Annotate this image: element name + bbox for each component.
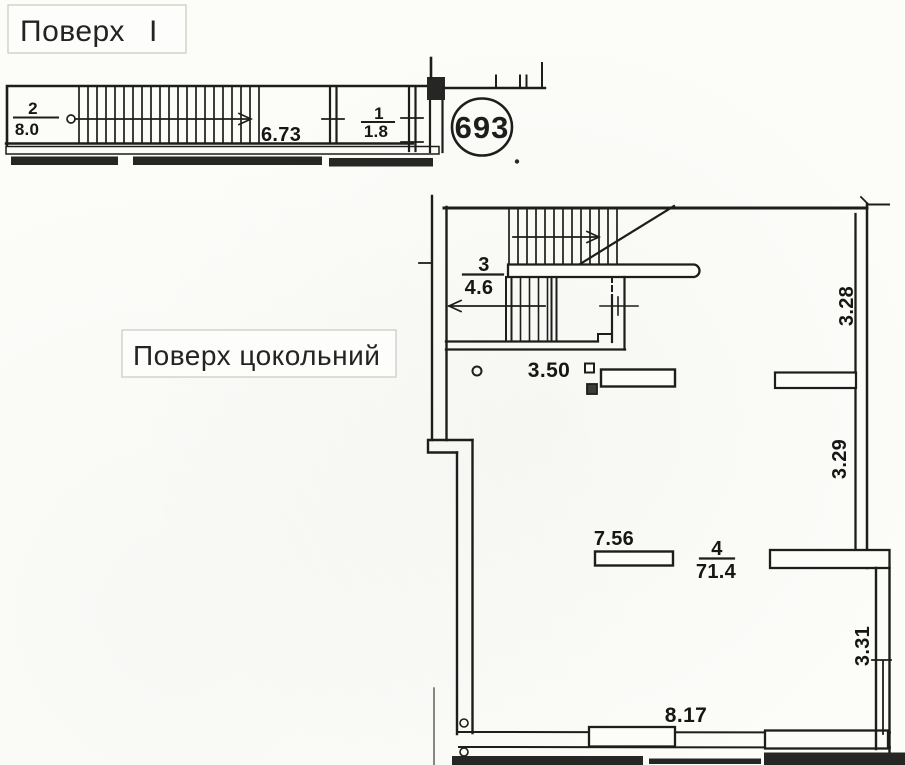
door-hook (459, 747, 469, 757)
small-square-fixture-filled (586, 383, 598, 395)
stair-arrow-head (585, 230, 602, 244)
floor1-labels: 2 8.0 6.73 1 1.8 693 (15, 99, 510, 146)
room1-number: 1 (374, 104, 384, 123)
dim-right-upper: 3.28 (836, 286, 858, 326)
window-sill (764, 752, 905, 765)
room2-area: 8.0 (15, 120, 39, 139)
room4-area: 71.4 (696, 561, 737, 583)
floor1-stair-treads (78, 86, 260, 144)
window-sill (329, 158, 433, 167)
stair-break-line (570, 204, 676, 271)
floor1-title-box: Поверх I (7, 4, 187, 54)
title-box-frame (7, 4, 187, 54)
stair-landing-beam (506, 263, 701, 279)
dim-entry-width: 3.50 (528, 359, 570, 382)
small-square-fixture (584, 362, 595, 374)
counter-bar (593, 550, 675, 567)
room1-area: 1.8 (364, 122, 388, 141)
stair-arrow-origin (66, 114, 76, 124)
window-sill (11, 156, 118, 165)
floor1-band-wall (5, 145, 440, 155)
window-frame (763, 729, 890, 750)
basement-plan (418, 194, 905, 765)
ink-dot (514, 159, 520, 164)
basement-labels: 3 4.6 3.50 7.56 4 71.4 8.17 3.28 3.29 3.… (465, 254, 874, 727)
unit-number-circle (450, 97, 514, 157)
window-frame (587, 725, 677, 748)
left-wall-jog (426, 438, 474, 454)
window-sill (133, 156, 322, 165)
dim-right-lower: 3.31 (852, 626, 874, 666)
dim-bottom-width: 8.17 (665, 704, 707, 727)
dim-right-middle: 3.29 (829, 439, 851, 479)
stair-arrow-head (446, 299, 463, 313)
wall-stub-upper (773, 371, 858, 390)
room3-area: 4.6 (465, 277, 494, 299)
room2-number: 2 (28, 99, 38, 118)
basement-title: Поверх цокольний (133, 340, 380, 371)
wall-pier (427, 77, 445, 100)
wall-tick (859, 195, 870, 206)
unit-number: 693 (455, 110, 510, 145)
window-sill (452, 756, 643, 765)
floor1-outline-wall (5, 84, 430, 153)
basement-title-box: Поверх цокольний (121, 329, 397, 378)
dim-counter-length: 7.56 (594, 528, 634, 550)
window-sill (649, 758, 761, 764)
door-hook (459, 718, 469, 728)
floor1-plan (4, 56, 547, 167)
title-box-frame (121, 329, 397, 378)
column-mark (471, 365, 483, 377)
floor1-title: Поверх (20, 15, 125, 48)
room3-number: 3 (478, 254, 489, 276)
basement-lower-flight-treads (519, 277, 549, 342)
floor1-title-numeral: I (149, 15, 158, 48)
stair-block-step (597, 333, 613, 343)
stair-arrow-head (237, 112, 254, 126)
dim-stair-run: 6.73 (261, 124, 301, 146)
wall-stub-lower (768, 548, 891, 570)
room4-number: 4 (711, 538, 723, 560)
counter-bar (599, 368, 677, 388)
